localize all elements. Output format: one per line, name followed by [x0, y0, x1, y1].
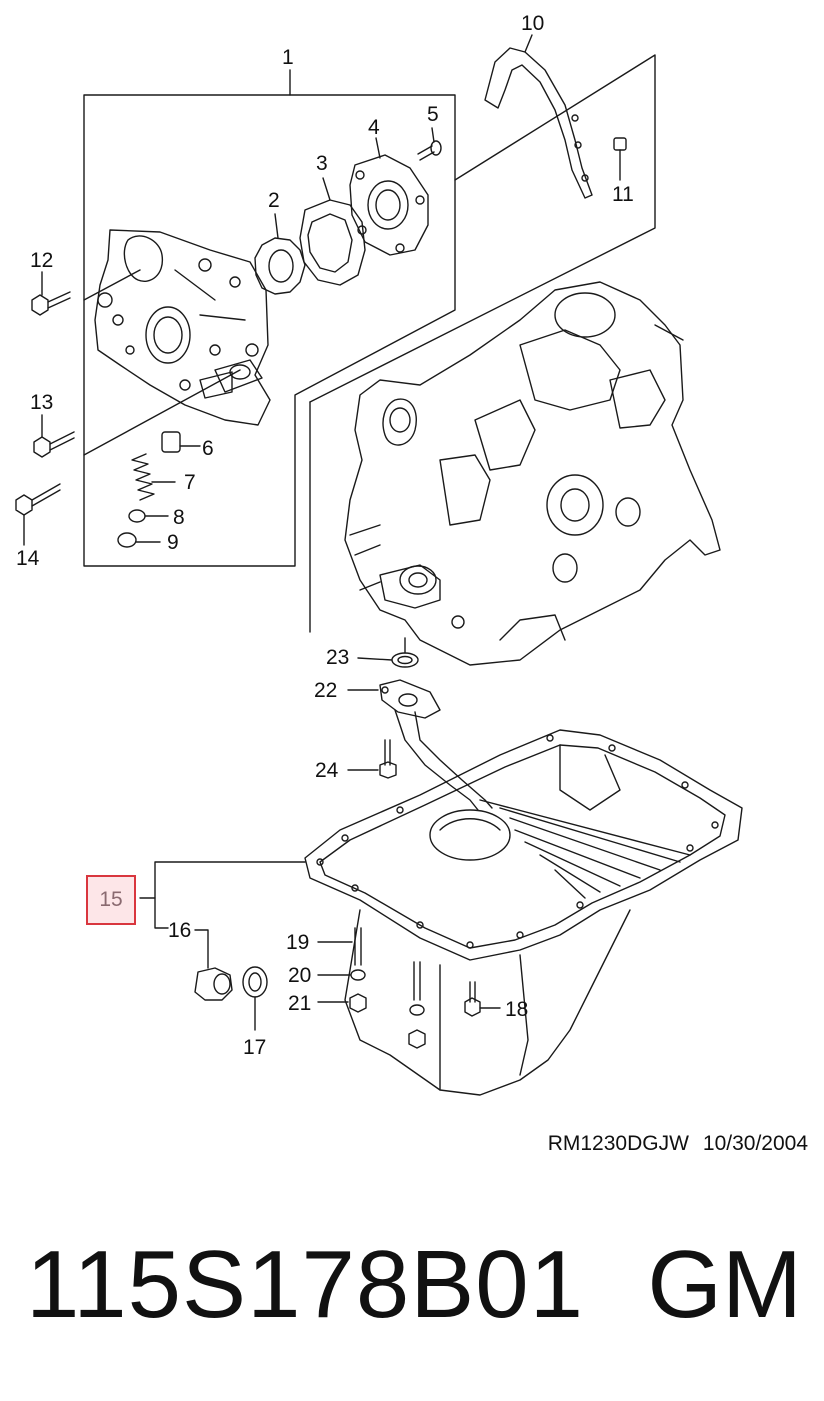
callout-5: 5 — [427, 103, 439, 126]
spring-retainer — [128, 509, 169, 523]
relief-spring — [131, 453, 176, 501]
drawing-code: RM1230DGJW — [547, 1132, 689, 1155]
callout-24: 24 — [315, 759, 339, 782]
callout-3: 3 — [316, 152, 328, 175]
callout-10: 10 — [521, 12, 545, 35]
callout-11: 11 — [612, 183, 634, 206]
snap-ring — [117, 532, 161, 548]
callout-4: 4 — [368, 116, 380, 139]
bolt-12 — [31, 271, 71, 316]
outer-rotor — [299, 177, 366, 286]
drain-plug — [194, 929, 233, 1001]
callout-20: 20 — [288, 964, 312, 987]
callout-14: 14 — [16, 547, 40, 570]
callout-2: 2 — [268, 189, 280, 212]
pickup-gasket — [357, 637, 419, 668]
callout-16: 16 — [168, 919, 192, 942]
inner-rotor — [254, 213, 306, 295]
drawing-reference: RM1230DGJW 10/30/2004 — [548, 1132, 808, 1156]
callout-19: 19 — [286, 931, 310, 954]
callout-13: 13 — [30, 391, 54, 414]
nut — [317, 993, 426, 1049]
callout-15: 15 — [99, 888, 123, 911]
callout-6: 6 — [202, 437, 214, 460]
oil-pump-group-frame — [83, 54, 656, 633]
bolt-14 — [15, 483, 61, 546]
callout-8: 8 — [173, 506, 185, 529]
callout-1: 1 — [282, 46, 294, 69]
timing-cover-gasket — [484, 34, 593, 199]
stud-bolt — [317, 927, 421, 1001]
callout-9: 9 — [167, 531, 179, 554]
oil-pump-housing — [94, 229, 271, 426]
engine-block — [344, 281, 721, 666]
callout-22: 22 — [314, 679, 338, 702]
drawing-date: 10/30/2004 — [702, 1132, 808, 1155]
part-number: 115S178B01 — [26, 1231, 585, 1338]
drain-plug-gasket — [242, 966, 268, 1031]
callout-23: 23 — [326, 646, 350, 669]
oil-pump-cover — [349, 137, 429, 256]
oil-pan-bolt — [464, 981, 501, 1017]
callout-7: 7 — [184, 471, 196, 494]
screw — [417, 127, 442, 161]
oil-strainer-pickup — [347, 679, 493, 811]
highlight-box-15 — [86, 875, 136, 925]
washer — [317, 969, 425, 1016]
brand-name: GM — [647, 1231, 802, 1338]
relief-plunger — [161, 431, 201, 453]
callout-12: 12 — [30, 249, 54, 272]
callout-21: 21 — [288, 992, 312, 1015]
dowel-pin — [613, 137, 627, 181]
callout-18: 18 — [505, 998, 529, 1021]
oil-pan — [139, 729, 743, 1096]
callout-17: 17 — [243, 1036, 267, 1059]
strainer-bolt — [347, 739, 397, 779]
bolt-13 — [33, 414, 75, 458]
